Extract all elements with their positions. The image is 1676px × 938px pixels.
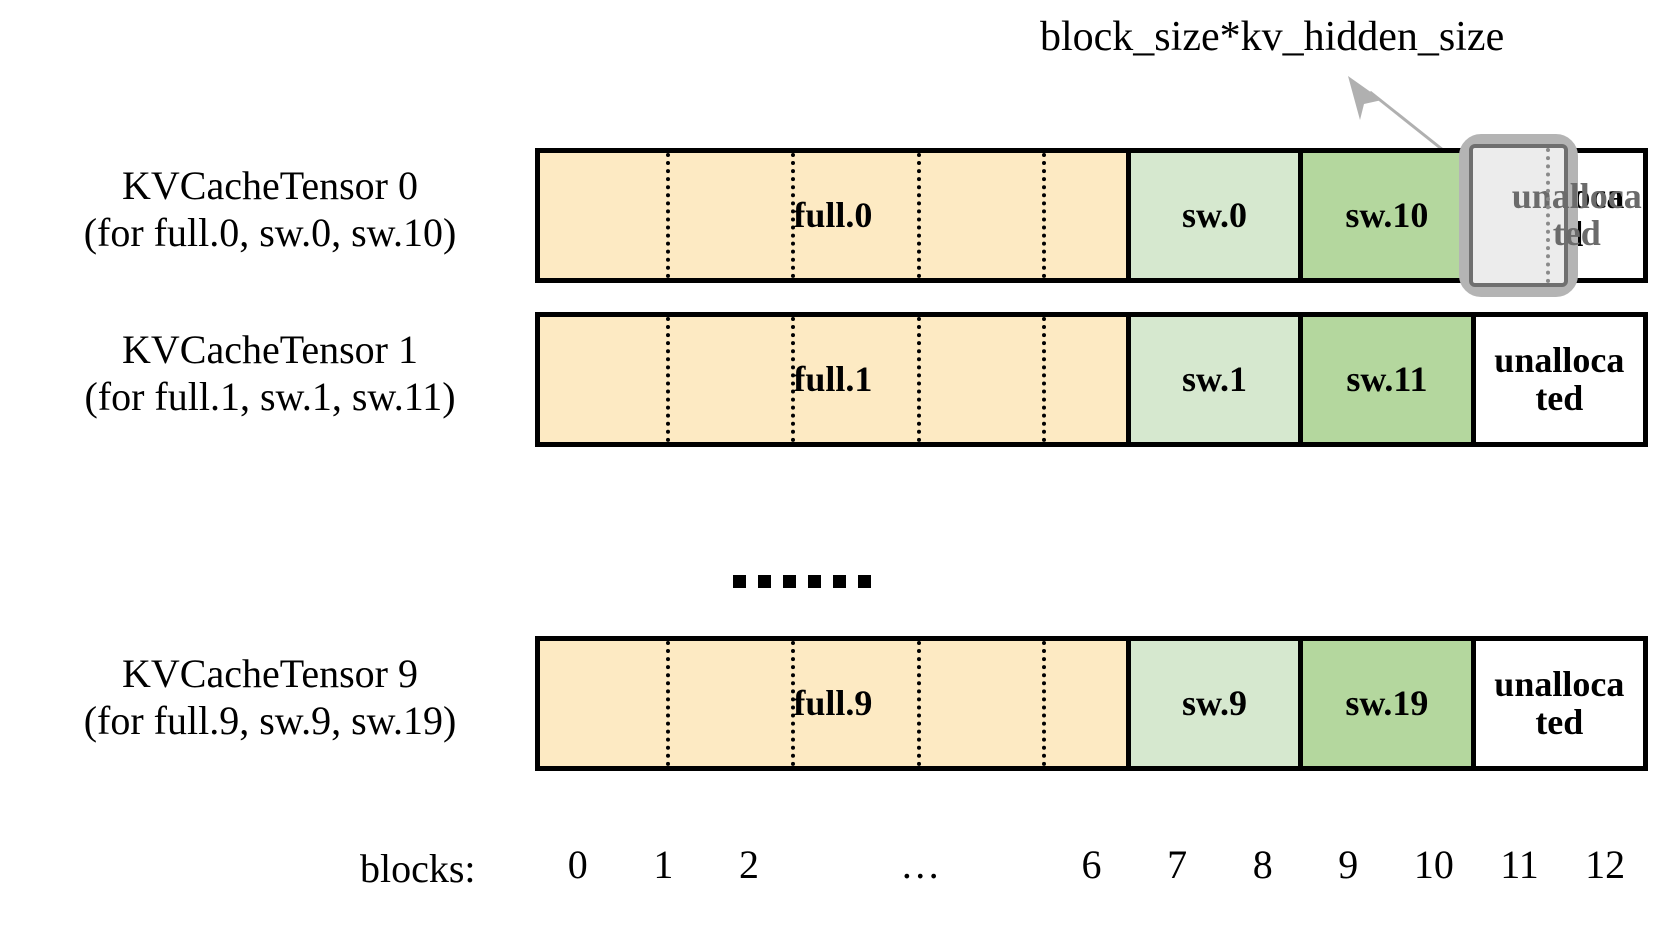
callout-label: block_size*kv_hidden_size	[1040, 14, 1505, 60]
ellipsis-dot	[758, 575, 771, 588]
segment-sw-10[interactable]: sw.10	[1298, 153, 1471, 278]
axis-title: blocks:	[360, 846, 476, 891]
block-tick-…: …	[900, 842, 941, 887]
block-divider	[916, 641, 921, 766]
segment-label: sw.11	[1346, 358, 1428, 399]
ellipsis-dot	[858, 575, 871, 588]
row-label-line1: KVCacheTensor 1	[122, 327, 418, 372]
ellipsis-dot	[783, 575, 796, 588]
block-divider	[1042, 317, 1047, 442]
block-divider	[665, 153, 670, 278]
segment-label: sw.10	[1345, 194, 1429, 235]
block-divider	[916, 153, 921, 278]
segment-full-0[interactable]: full.0	[540, 153, 1126, 278]
segment-label: sw.9	[1182, 682, 1248, 723]
segment-sw-19[interactable]: sw.19	[1298, 641, 1471, 766]
segment-label: full.9	[793, 682, 873, 723]
block-tick-0: 0	[567, 842, 588, 887]
block-divider	[916, 317, 921, 442]
highlight-inner-border	[1468, 144, 1569, 287]
row-label-line1: KVCacheTensor 0	[122, 163, 418, 208]
row-label-line2: (for full.1, sw.1, sw.11)	[84, 374, 456, 420]
row-label-line2: (for full.9, sw.9, sw.19)	[83, 698, 457, 744]
row-label-tensor-1: KVCacheTensor 1 (for full.1, sw.1, sw.11…	[35, 326, 505, 420]
block-tick-9: 9	[1338, 842, 1359, 887]
row-label-tensor-9: KVCacheTensor 9 (for full.9, sw.9, sw.19…	[35, 650, 505, 744]
segment-label: full.1	[793, 358, 873, 399]
segment-full-1[interactable]: full.1	[540, 317, 1126, 442]
block-divider	[665, 317, 670, 442]
ellipsis-dot	[808, 575, 821, 588]
segment-sw-11[interactable]: sw.11	[1298, 317, 1471, 442]
block-tick-8: 8	[1252, 842, 1273, 887]
block-divider	[665, 641, 670, 766]
row-label-tensor-0: KVCacheTensor 0 (for full.0, sw.0, sw.10…	[35, 162, 505, 256]
segment-label: sw.1	[1182, 358, 1248, 399]
block-divider	[791, 153, 796, 278]
arrow-up-right-icon	[1348, 76, 1449, 156]
block-tick-6: 6	[1081, 842, 1102, 887]
segment-sw-0[interactable]: sw.0	[1125, 153, 1299, 278]
block-tick-12: 12	[1585, 842, 1626, 887]
block-divider	[1042, 641, 1047, 766]
block-tick-2: 2	[739, 842, 760, 887]
segment-label: sw.0	[1182, 194, 1248, 235]
block-tick-7: 7	[1167, 842, 1188, 887]
ellipsis-dot	[833, 575, 846, 588]
block-tick-10: 10	[1413, 842, 1454, 887]
block-divider	[1546, 148, 1551, 283]
block-tick-11: 11	[1500, 842, 1539, 887]
segment-full-9[interactable]: full.9	[540, 641, 1126, 766]
segment-label: sw.19	[1345, 682, 1429, 723]
rows-ellipsis	[733, 575, 871, 588]
block-divider	[1042, 153, 1047, 278]
ellipsis-dot	[733, 575, 746, 588]
block-divider	[791, 641, 796, 766]
block-tick-1: 1	[653, 842, 674, 887]
segment-sw-1[interactable]: sw.1	[1125, 317, 1299, 442]
row-label-line1: KVCacheTensor 9	[122, 651, 418, 696]
segment-label: full.0	[793, 194, 873, 235]
segment-sw-9[interactable]: sw.9	[1125, 641, 1299, 766]
row-label-line2: (for full.0, sw.0, sw.10)	[83, 210, 457, 256]
block-divider	[791, 317, 796, 442]
